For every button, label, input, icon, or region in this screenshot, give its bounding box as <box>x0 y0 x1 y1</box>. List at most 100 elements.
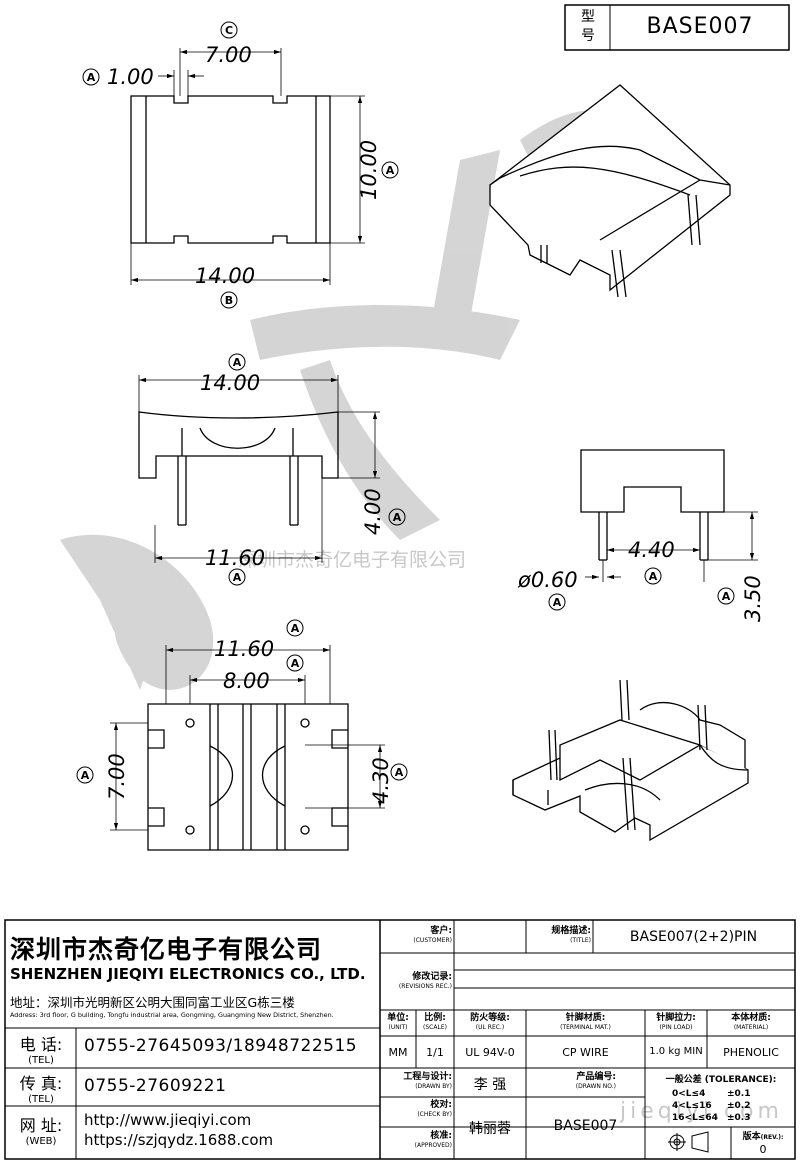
dim-front-width: 14.00 <box>200 371 260 395</box>
fax-label-sub: (TEL) <box>28 1094 54 1105</box>
company-name-en: SHENZHEN JIEQIYI ELECTRONICS CO., LTD. <box>10 965 366 983</box>
tol-value: ±0.3 <box>727 1113 751 1123</box>
dim-top-height: 10.00 <box>357 140 381 200</box>
front-view <box>138 375 380 563</box>
drawno-value: BASE007 <box>553 1118 618 1134</box>
customer-label: 客户: (CUSTOMER) <box>382 926 452 944</box>
drawn-label: 工程与设计: (DRAWN BY) <box>382 1072 452 1090</box>
ref-a-side-span: A <box>649 570 658 583</box>
tol-value: ±0.2 <box>727 1101 751 1111</box>
title-label-sub: (TITLE) <box>570 937 591 944</box>
rev-label-text: 版本 <box>742 1132 761 1142</box>
pinload-value: 1.0 kg MIN <box>649 1046 703 1057</box>
ref-a-bottom-inner: A <box>291 657 300 670</box>
tel-label: 电 话: (TEL) <box>8 1031 74 1066</box>
drawn-label-text: 工程与设计: <box>403 1072 452 1082</box>
drawn-label-sub: (DRAWN BY) <box>415 1083 452 1090</box>
terminal-label-sub: (TERMINAL MAT.) <box>560 1024 611 1031</box>
scale-label-text: 比例: <box>424 1013 446 1023</box>
check-label: 校对: (CHECK BY) <box>382 1100 452 1118</box>
web-link-2[interactable]: https://szjqydz.1688.com <box>84 1131 274 1149</box>
ref-b-width: B <box>225 294 233 307</box>
tolerance-label: 一般公差 (TOLERANCE): <box>665 1075 777 1085</box>
ul-label-text: 防火等级: <box>470 1013 510 1023</box>
pinload-label: 针脚拉力: (PIN LOAD) <box>647 1013 705 1031</box>
check-label-sub: (CHECK BY) <box>417 1111 452 1118</box>
title-block-grid <box>4 4 796 1160</box>
fax-label: 传 真: (TEL) <box>8 1070 74 1105</box>
ref-a-notch: A <box>87 71 96 84</box>
terminal-label: 针脚材质: (TERMINAL MAT.) <box>528 1013 643 1031</box>
check-value: 韩丽蓉 <box>469 1121 511 1137</box>
ref-markers-bottom <box>76 619 408 784</box>
approved-label-sub: (APPROVED) <box>414 1142 452 1149</box>
dim-side-pin-dia: ø0.60 <box>517 568 578 592</box>
tel-label-sub: (TEL) <box>28 1055 54 1066</box>
tol-range: 16<L≤64 <box>672 1113 718 1123</box>
dim-side-pin-span: 4.40 <box>628 538 675 562</box>
scale-label-sub: (SCALE) <box>423 1024 447 1031</box>
revisions-label-sub: (REVISIONS REC.) <box>398 983 452 990</box>
address-label: 地址： <box>10 995 48 1010</box>
revisions-label-text: 修改记录: <box>412 972 452 982</box>
dim-front-pin-span: 11.60 <box>205 546 265 570</box>
dim-bottom-pin-rows: 4.30 <box>369 757 393 804</box>
material-value: PHENOLIC <box>723 1046 779 1059</box>
ref-a-bottom-outer: A <box>291 622 300 635</box>
tol-range: 4<L≤16 <box>672 1101 712 1111</box>
title-label: 规格描述: (TITLE) <box>528 926 591 944</box>
rev-label: 版本(REV.): <box>733 1129 793 1142</box>
tel-value: 0755-27645093/18948722515 <box>84 1036 358 1056</box>
ul-value: UL 94V-0 <box>465 1046 515 1059</box>
material-label-text: 本体材质: <box>731 1013 771 1023</box>
model-value: BASE007 <box>646 14 754 39</box>
model-label-line1: 型 <box>581 9 595 25</box>
drawn-value: 李 强 <box>473 1077 507 1093</box>
fax-label-text: 传 真: <box>19 1074 63 1093</box>
ul-label-sub: (UL REC.) <box>475 1024 505 1031</box>
ref-a-front-height: A <box>393 511 402 524</box>
unit-label-text: 单位: <box>387 1013 409 1023</box>
ref-a-height: A <box>386 164 395 177</box>
approved-label: 核准: (APPROVED) <box>382 1131 452 1149</box>
material-label: 本体材质: (MATERIAL) <box>709 1013 793 1031</box>
web-link-1[interactable]: http://www.jieqiyi.com <box>84 1111 252 1129</box>
watermark-text: 深圳市杰奇亿电子有限公司 <box>238 549 466 571</box>
revisions-label: 修改记录: (REVISIONS REC.) <box>382 972 452 990</box>
unit-value: MM <box>388 1046 408 1059</box>
web-label: 网 址: (WEB) <box>8 1112 74 1147</box>
ref-a-side-len: A <box>722 590 731 603</box>
watermark-url: jieqiyi.com <box>619 1099 783 1124</box>
tolerance-table: 0<L≤4±0.1 4<L≤16±0.2 16<L≤64±0.3 <box>672 1088 782 1124</box>
customer-label-sub: (CUSTOMER) <box>413 937 452 944</box>
ref-c-top: C <box>225 24 233 37</box>
rev-value: 0 <box>759 1143 767 1156</box>
model-label: 型 号 <box>566 8 610 46</box>
dim-side-pin-len: 3.50 <box>741 575 765 622</box>
bottom-view <box>110 645 385 851</box>
rev-label-sub: (REV.): <box>760 1134 784 1141</box>
tel-label-text: 电 话: <box>19 1035 63 1054</box>
check-label-text: 校对: <box>430 1100 452 1110</box>
fax-value: 0755-27609221 <box>84 1076 227 1096</box>
title-value: BASE007(2+2)PIN <box>629 929 758 945</box>
unit-label-sub: (UNIT) <box>388 1024 408 1031</box>
dim-top-width: 14.00 <box>195 264 255 288</box>
material-label-sub: (MATERIAL) <box>733 1024 769 1031</box>
web-label-text: 网 址: <box>19 1116 63 1135</box>
dim-top-notch: 1.00 <box>107 65 154 89</box>
drawno-label-text: 产品编号: <box>576 1072 616 1082</box>
unit-label: 单位: (UNIT) <box>381 1013 415 1031</box>
terminal-label-text: 针脚材质: <box>565 1013 606 1023</box>
tol-value: ±0.1 <box>727 1089 751 1099</box>
iso-view-top <box>489 84 731 298</box>
ref-a-front-span: A <box>233 571 242 584</box>
address-en: Address: 3rd floor, G building, Tongfu i… <box>10 1011 334 1019</box>
company-address: 地址：深圳市光明新区公明大围同富工业区G栋三楼 <box>10 992 380 1011</box>
ul-label: 防火等级: (UL REC.) <box>456 1013 524 1031</box>
drawno-label: 产品编号: (DRAWN NO.) <box>528 1072 616 1090</box>
dim-bottom-inner: 8.00 <box>223 669 270 693</box>
ref-markers-top <box>82 21 399 309</box>
side-view <box>580 449 758 582</box>
